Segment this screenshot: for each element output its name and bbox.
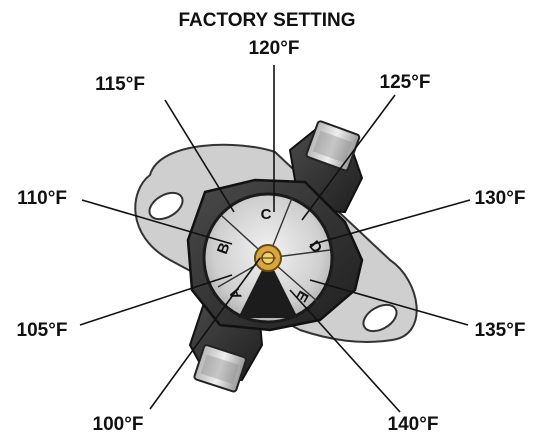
leader-lines xyxy=(79,65,471,413)
label-110f: 110°F xyxy=(17,188,67,209)
label-100f: 100°F xyxy=(93,414,144,435)
upper-terminal-tab xyxy=(305,120,361,172)
label-105f: 105°F xyxy=(17,320,68,341)
label-130f: 130°F xyxy=(475,188,526,209)
label-115f: 115°F xyxy=(95,74,145,95)
setting-pointer xyxy=(238,258,298,318)
label-140f: 140°F xyxy=(388,414,439,435)
mounting-hole-right xyxy=(362,303,398,333)
factory-setting-title: FACTORY SETTING xyxy=(178,10,355,31)
label-120f: 120°F xyxy=(249,38,300,59)
dial-segment-c: C xyxy=(261,206,272,223)
label-125f: 125°F xyxy=(380,72,431,93)
lower-terminal-tab xyxy=(193,344,247,393)
label-135f: 135°F xyxy=(475,320,526,341)
mounting-hole-left xyxy=(148,191,184,221)
